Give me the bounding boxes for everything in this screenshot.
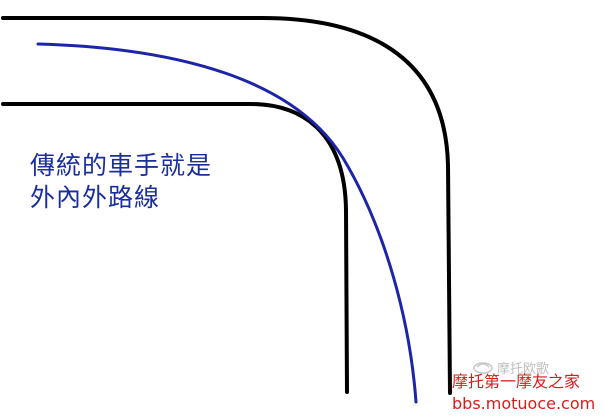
diagram-caption: 傳統的車手就是 外內外路線 xyxy=(30,150,212,214)
watermark-logo-text: 摩托欧歌 xyxy=(497,361,550,377)
racing-line xyxy=(36,42,418,404)
watermark-logo: 摩托欧歌 xyxy=(472,357,582,377)
watermark-logo-icon xyxy=(473,362,493,374)
watermark-site-url: bbs.motuoce.com xyxy=(452,394,596,413)
watermark-site: 摩托第一摩友之家 bbs.motuoce.com xyxy=(452,371,602,415)
outer-road-edge xyxy=(1,16,452,395)
caption-line-1: 傳統的車手就是 xyxy=(30,151,213,180)
watermark-site-name: 摩托第一摩友之家 xyxy=(452,372,581,391)
inner-road-edge xyxy=(1,102,349,394)
caption-line-2: 外內外路線 xyxy=(30,183,161,212)
